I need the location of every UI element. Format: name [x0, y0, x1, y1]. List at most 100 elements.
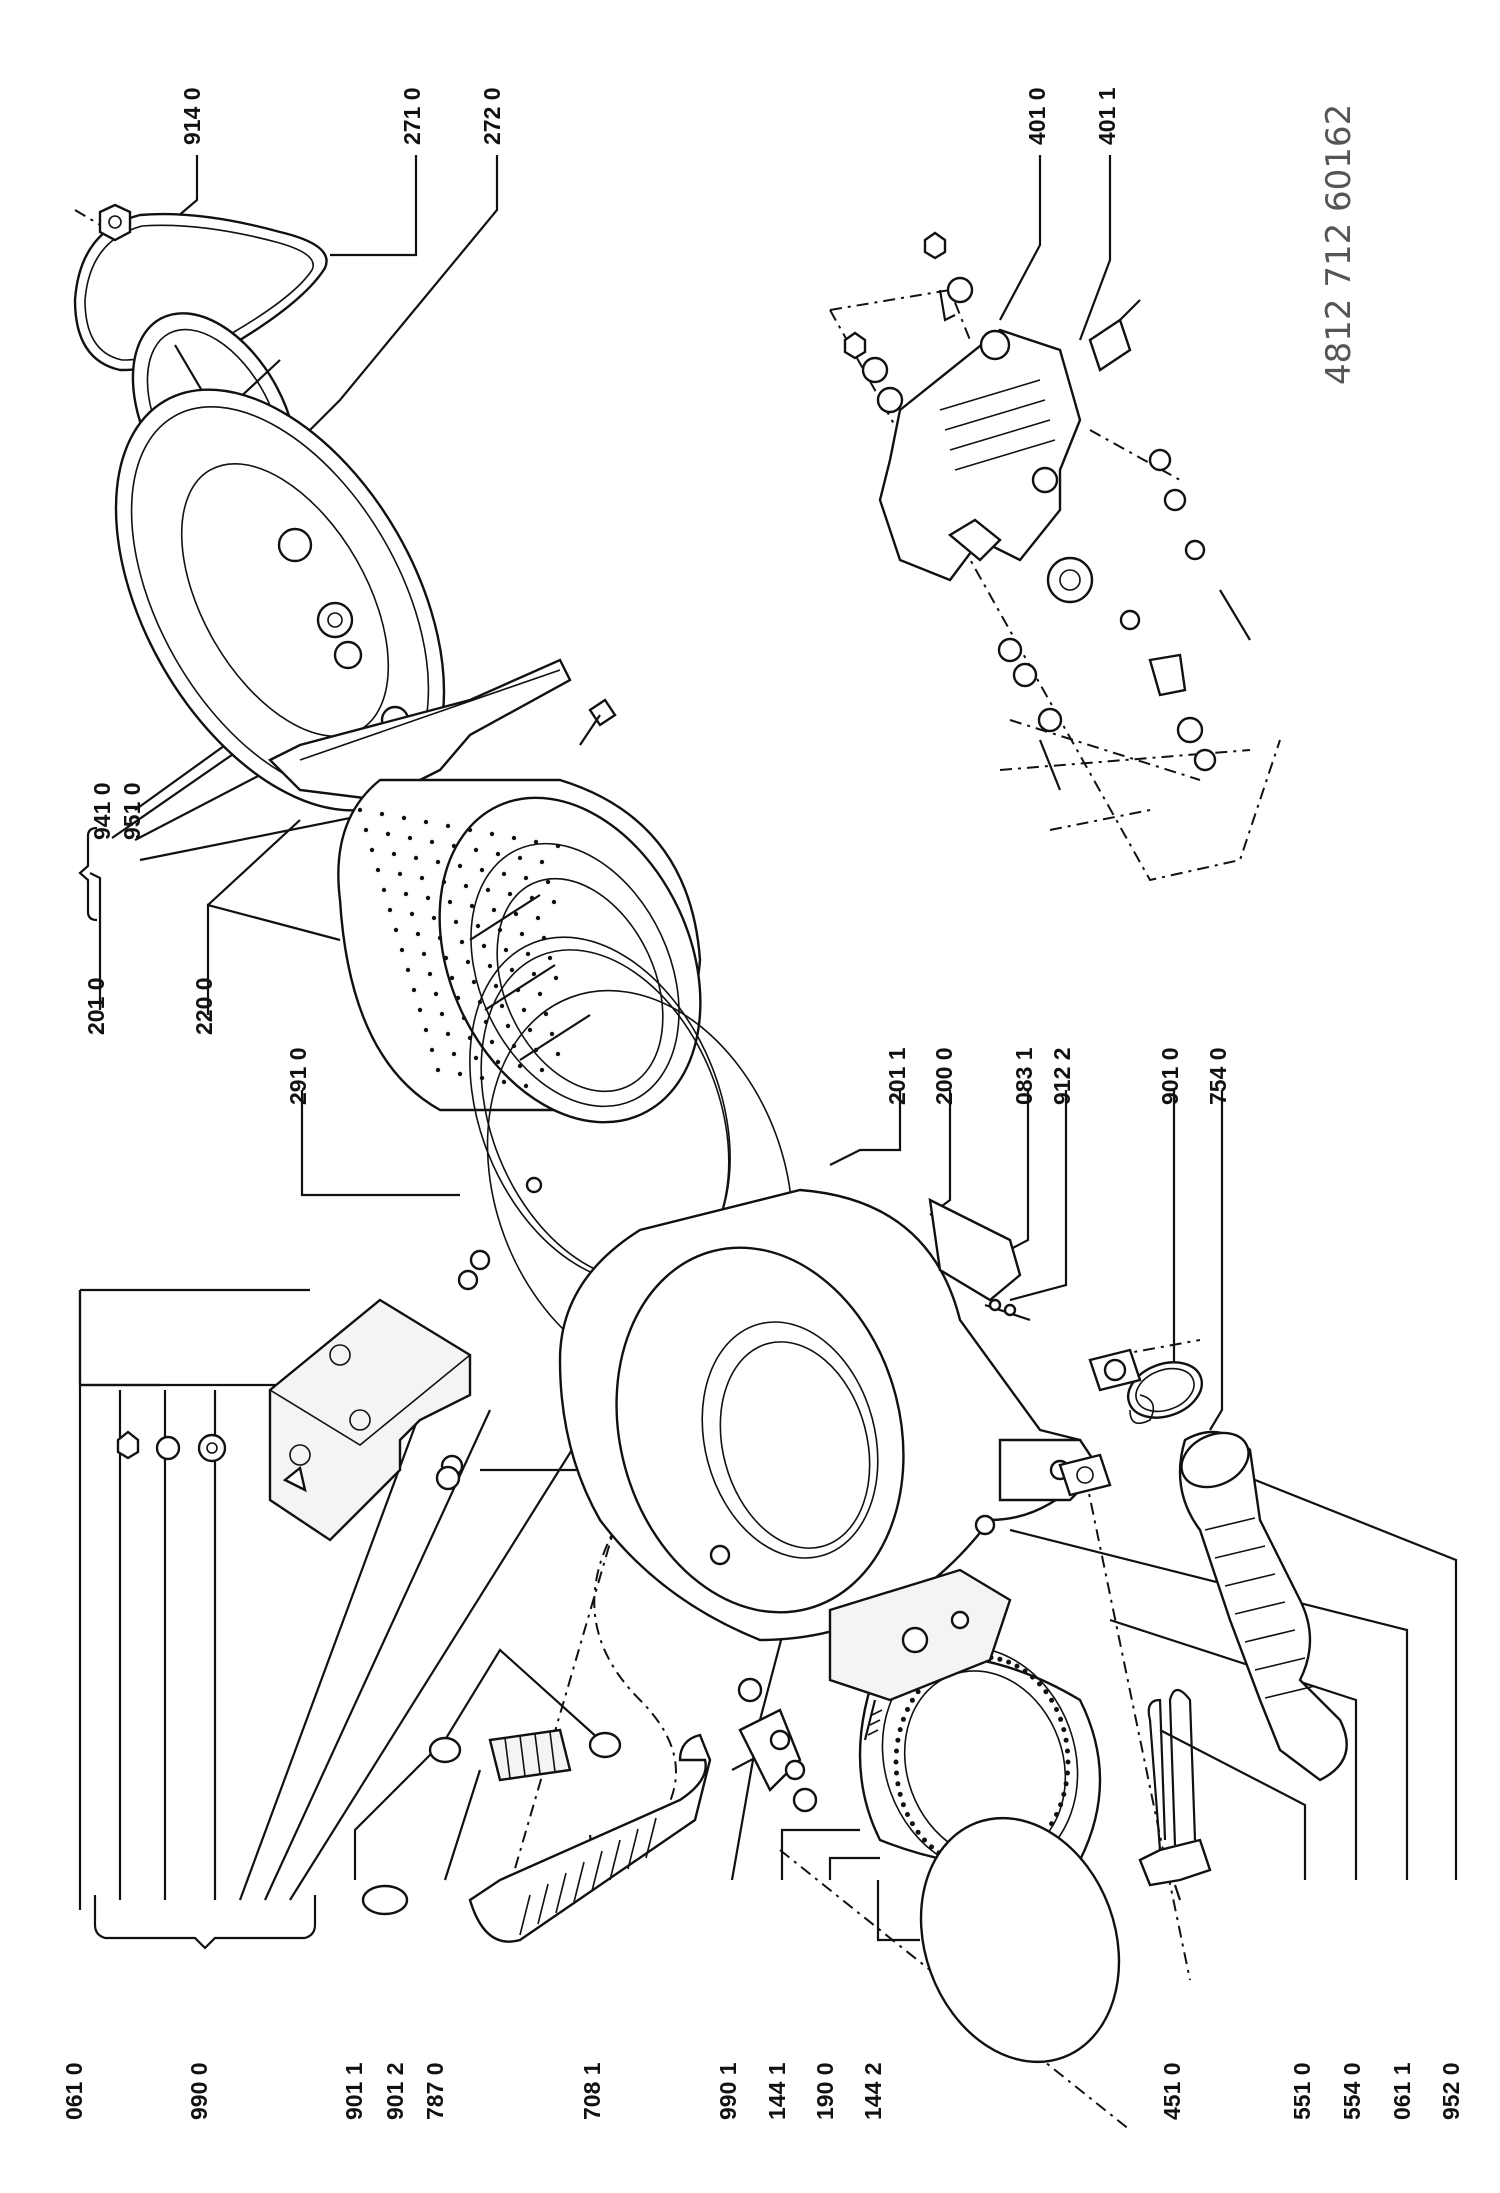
seal-texture-dot: [1061, 1791, 1067, 1797]
seal-texture-dot: [1063, 1737, 1069, 1743]
cw-washer: [155, 1435, 181, 1461]
perforation-dot: [381, 887, 387, 893]
perforation-dot: [387, 907, 393, 913]
hose-rib: [573, 1861, 585, 1903]
motor-washer-top: [946, 276, 974, 304]
perforation-dot: [531, 971, 537, 977]
perforation-dot: [423, 1027, 429, 1033]
seal-texture-dot: [1065, 1759, 1071, 1765]
seal-texture-dot: [922, 1837, 927, 1843]
heater-head-451-0: [1138, 1838, 1212, 1887]
leader-990-g: [289, 1404, 601, 1901]
hose-clamp-inner: [1135, 1367, 1195, 1413]
seal-texture-dot: [1006, 1659, 1012, 1665]
seal-texture-dot: [893, 1759, 899, 1765]
tub-bracket-top: [928, 1197, 1022, 1302]
label-271-0: 271 0: [399, 87, 425, 145]
label-708-1: 708 1: [579, 2062, 605, 2120]
pulley-nut-hole: [108, 215, 122, 229]
leader-200-0: [929, 1090, 952, 1216]
seal-texture-dot: [897, 1727, 903, 1733]
label-901-1: 901 1: [341, 2062, 367, 2120]
perforation-dot: [533, 839, 539, 845]
perforation-dot: [423, 819, 429, 825]
sump-hose-mouth: [1180, 1431, 1250, 1489]
perforation-dot: [431, 915, 437, 921]
perforation-dot: [457, 863, 463, 869]
cw-nut: [116, 1430, 140, 1460]
perforation-dot: [445, 1031, 451, 1037]
perforation-dot: [495, 1059, 501, 1065]
perforation-dot: [417, 1007, 423, 1013]
perforation-dot: [449, 975, 455, 981]
leader-144-2: [876, 1880, 920, 1942]
perforation-dot: [451, 1051, 457, 1057]
sump-hose-rib: [1214, 1545, 1266, 1559]
leader-787-0: [443, 1769, 482, 1881]
pulley-nut: [98, 203, 132, 242]
hinge-hole-b: [784, 1759, 806, 1781]
perforation-dot: [379, 811, 385, 817]
perforation-dot: [413, 855, 419, 861]
perforation-dot: [555, 1051, 561, 1057]
label-901-0: 901 0: [1157, 1047, 1183, 1105]
seal-texture-dot: [1037, 1681, 1042, 1687]
perforation-dot: [447, 899, 453, 905]
leader-901-0: [1149, 1090, 1176, 1377]
brace-990-0: [93, 1895, 317, 1950]
ring-clip-a: [469, 1249, 491, 1271]
perforation-dot: [435, 859, 441, 865]
sump-hose-ribs: [1204, 1517, 1316, 1699]
heater-element: [1147, 1688, 1197, 1851]
seal-texture-dot: [894, 1748, 899, 1754]
perforation-dot: [357, 807, 363, 813]
hose-rib: [537, 1883, 549, 1925]
belt-outer: [73, 212, 328, 372]
tub-fixings: [984, 1298, 1031, 1322]
motor-outline-dash-b: [829, 288, 971, 341]
counterweight: [268, 1298, 472, 1542]
perforation-dot: [471, 979, 477, 985]
hose-rib: [609, 1839, 621, 1881]
perforation-dot: [535, 915, 541, 921]
counterweight-top: [268, 1299, 472, 1446]
perforation-dot: [421, 951, 427, 957]
seal-texture-dot: [915, 1829, 921, 1835]
hose-rib: [627, 1828, 639, 1870]
label-451-0: 451 0: [1159, 2062, 1185, 2120]
perforation-dot: [455, 995, 461, 1001]
seal-texture-dot: [929, 1844, 934, 1850]
motor-rubber-a: [1176, 716, 1204, 744]
perforation-dot: [391, 851, 397, 857]
perforation-dot: [457, 1071, 463, 1077]
leader-201-1: [829, 1090, 902, 1166]
tub-mount-hole: [709, 1544, 731, 1566]
seal-texture-dot: [1054, 1707, 1059, 1712]
motor-washer-left-2: [876, 386, 904, 414]
tub-bolt-head: [988, 1298, 1002, 1312]
motor-long-bolt: [1038, 739, 1062, 791]
perforation-dot: [363, 827, 369, 833]
label-201-0: 201 0: [83, 977, 109, 1035]
seal-texture-dot: [1061, 1727, 1067, 1733]
perforation-dot: [429, 1047, 435, 1053]
leader-220-0-b: [207, 819, 301, 906]
perforation-dot: [443, 955, 449, 961]
label-061-1: 061 1: [1389, 2062, 1415, 2120]
label-787-0: 787 0: [422, 2062, 448, 2120]
leader-551-0: [1159, 1729, 1307, 1880]
perforation-dot: [465, 959, 471, 965]
label-941-0: 941 0: [89, 782, 115, 840]
motor-outline-dash-a: [829, 309, 1281, 882]
seal-texture-dot: [1014, 1663, 1020, 1669]
spider-arm: [267, 658, 572, 802]
bottom-bracket: [828, 1568, 1012, 1702]
perforation-dot: [399, 947, 405, 953]
label-144-1: 144 1: [764, 2062, 790, 2120]
perforation-dot: [435, 1067, 441, 1073]
perforation-dot: [547, 955, 553, 961]
drum-lifter-lines: [469, 894, 591, 1061]
perforation-dot: [453, 919, 459, 925]
seal-texture-dot: [909, 1821, 915, 1827]
perforation-dot: [385, 831, 391, 837]
